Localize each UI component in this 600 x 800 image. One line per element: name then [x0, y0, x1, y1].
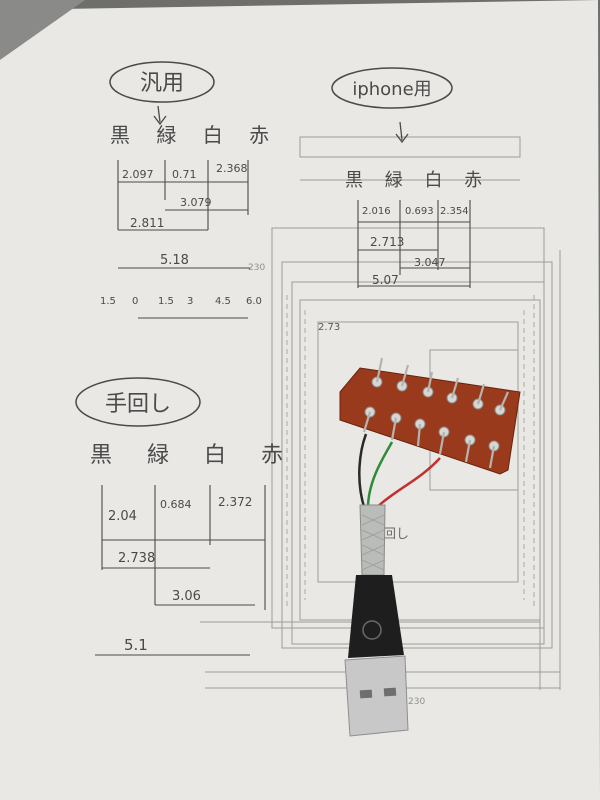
scale-tick-label: 1.5 — [158, 296, 174, 307]
right-color-row: 黒 緑 白 赤 — [345, 170, 490, 191]
scale-tick-label: 0 — [132, 296, 138, 307]
left-section: 汎用 黒 緑 白 赤 2.097 0.71 2.368 3.079 2.811 … — [100, 61, 279, 319]
bottom-dimension-lines — [95, 485, 266, 656]
usb-plug-body — [348, 575, 404, 658]
bottom-span-b: 3.06 — [172, 589, 201, 604]
cad-dimension-2-73: 2.73 — [318, 322, 340, 333]
right-span-a: 2.713 — [370, 235, 404, 249]
scale-tick-label: 3 — [187, 296, 193, 307]
right-dimension-lines — [357, 200, 471, 288]
left-span-b: 2.811 — [130, 216, 164, 230]
left-seg-2: 0.71 — [172, 168, 197, 181]
left-total: 5.18 — [160, 253, 189, 268]
bottom-total: 5.1 — [124, 636, 148, 654]
right-section: iphone用 黒 緑 白 赤 2.016 0.693 2.354 2.713 … — [331, 67, 490, 288]
cad-dimension-230-top: 230 — [248, 263, 265, 273]
bottom-section: 手回し 黒 緑 白 赤 2.04 0.684 2.372 2.738 3.06 … — [75, 377, 297, 656]
scale-tick-label: 6.0 — [246, 296, 262, 307]
bottom-seg-1: 2.04 — [108, 509, 137, 524]
cad-dimension-230-bottom: 230 — [408, 697, 425, 707]
left-title: 汎用 — [140, 71, 184, 96]
cable-braid — [361, 514, 385, 571]
usb-plug-metal — [344, 655, 409, 737]
cad-dashed-lines — [286, 295, 535, 610]
left-title-circle — [109, 61, 215, 103]
scale-tick-label: 1.5 — [100, 296, 116, 307]
bottom-title: 手回し — [105, 392, 171, 417]
usb-cable — [344, 504, 409, 737]
right-arrow-icon — [395, 121, 409, 144]
usb-wires — [358, 433, 441, 511]
bottom-seg-3: 2.372 — [218, 495, 252, 509]
paper-corner — [0, 0, 85, 60]
scale-tick-label: 4.5 — [215, 296, 231, 307]
right-title-circle — [331, 67, 453, 109]
right-seg-1: 2.016 — [362, 206, 391, 217]
left-color-row: 黒 緑 白 赤 — [110, 123, 279, 147]
terminal-pins — [362, 357, 510, 469]
bottom-title-circle — [75, 377, 201, 427]
left-dimension-lines — [117, 160, 250, 269]
usb-logo-icon — [362, 620, 382, 640]
right-title: iphone用 — [352, 79, 431, 100]
right-seg-3: 2.354 — [440, 206, 469, 217]
left-arrow-icon — [153, 105, 167, 126]
left-span-a: 3.079 — [180, 196, 212, 209]
terminal-board — [339, 357, 521, 475]
left-seg-3: 2.368 — [216, 162, 248, 175]
right-seg-2: 0.693 — [405, 206, 434, 217]
right-total: 5.07 — [372, 273, 399, 287]
bottom-color-row: 黒 緑 白 赤 — [90, 443, 297, 468]
right-span-b: 3.047 — [414, 256, 446, 269]
left-seg-1: 2.097 — [122, 168, 154, 181]
bottom-span-a: 2.738 — [118, 551, 155, 566]
left-scale: 1.5 0 1.5 3 4.5 6.0 — [100, 296, 262, 307]
bottom-seg-2: 0.684 — [160, 498, 192, 511]
cad-drawing — [200, 136, 561, 690]
